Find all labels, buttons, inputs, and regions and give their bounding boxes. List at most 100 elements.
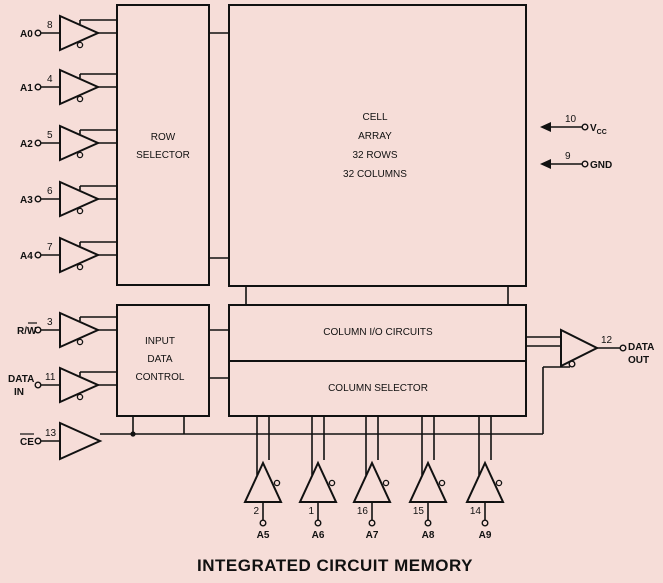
row-selector-label-1: ROW [151,132,176,143]
gnd-label: GND [590,160,612,171]
address-pin-number: 5 [47,130,53,141]
cell-array-label-2: ARRAY [358,131,392,142]
column-address-pin-number: 16 [357,506,369,517]
column-address-label: A6 [312,530,325,541]
rw-input-terminal [34,326,42,334]
address-pin-number: 8 [47,20,53,31]
input-data-control-label-2: DATA [147,354,173,365]
ce-distribution-wire [100,378,544,435]
cell-array-block [228,4,527,287]
rw-inverted-output-bubble [76,338,84,346]
diagram-title: INTEGRATED CIRCUIT MEMORY [197,556,473,575]
data-out-label-2: OUT [628,355,649,366]
address-input-terminal [34,83,42,91]
column-address-pin-number: 2 [253,506,259,517]
column-selector-label: COLUMN SELECTOR [328,383,428,394]
input-data-control-label-3: CONTROL [136,372,185,383]
address-input-terminal [34,29,42,37]
data-in-buffer [59,366,101,404]
address-input-label: A1 [20,83,33,94]
address-input-row: A3 6 [20,180,117,218]
column-address-terminal [481,519,489,527]
address-input-label: A2 [20,139,33,150]
column-address-pin-number: 15 [413,506,425,517]
row-selector-label-2: SELECTOR [136,150,190,161]
address-buffer [59,180,101,218]
column-address-label: A8 [422,530,435,541]
address-inverted-output-bubble [76,95,84,103]
ce-pin-number: 13 [45,428,57,439]
ce-buffer [59,421,103,461]
address-inverted-output-bubble [76,151,84,159]
ce-input-terminal [34,437,42,445]
address-input-label: A3 [20,195,33,206]
address-input-terminal [34,195,42,203]
data-in-inverted-output-bubble [76,393,84,401]
column-buffer-inverted-bubble [438,479,446,487]
gnd-pin [540,159,589,169]
vcc-label: VCC [590,123,607,136]
rw-pin-number: 3 [47,317,53,328]
address-input-row: A4 7 [20,236,117,274]
column-address-pin-number: 14 [470,506,482,517]
column-address-label: A9 [479,530,492,541]
ce-input-label: CE [20,437,34,448]
column-buffer-inverted-bubble [273,479,281,487]
address-buffer [59,68,101,106]
gnd-pin-number: 9 [565,151,571,162]
ce-input-row: CE 13 [20,421,103,461]
address-input-terminal [34,139,42,147]
cell-array-label-1: CELL [362,112,387,123]
cell-array-label-3: 32 ROWS [352,150,397,161]
address-input-label: A0 [20,29,33,40]
rw-input-row: R/W 3 [17,311,117,349]
cell-array-label-4: 32 COLUMNS [343,169,407,180]
data-in-label-1: DATA [8,374,34,385]
address-input-row: A0 8 [20,14,117,52]
address-input-terminal [34,251,42,259]
column-buffer-inverted-bubble [328,479,336,487]
column-io-label: COLUMN I/O CIRCUITS [323,327,433,338]
data-in-label-2: IN [14,387,24,398]
ce-junction-dot [130,431,136,437]
column-address-terminal [424,519,432,527]
column-buffer-inverted-bubble [495,479,503,487]
input-data-control-block [116,304,210,417]
data-in-input-terminal [34,381,42,389]
vcc-pin [540,122,589,132]
address-input-label: A4 [20,251,33,262]
column-address-terminal [368,519,376,527]
data-out-buffer [526,328,627,378]
column-address-pin-number: 1 [308,506,314,517]
column-buffer-inverted-bubble [382,479,390,487]
column-address-buffer: 1A6 [298,416,338,541]
row-selector-block [116,4,210,286]
address-inverted-output-bubble [76,207,84,215]
address-buffer [59,14,101,52]
interconnect-wires [209,32,509,379]
rw-input-label: R/W [17,326,37,337]
column-address-label: A7 [366,530,379,541]
address-pin-number: 7 [47,242,53,253]
address-buffer [59,236,101,274]
column-address-buffer: 2A5 [243,416,283,541]
address-inverted-output-bubble [76,41,84,49]
data-in-input-row: DATA IN 11 [8,366,117,404]
data-in-pin-number: 11 [45,372,56,383]
data-out-pin-number: 12 [601,335,613,346]
address-buffer [59,124,101,162]
rw-buffer [59,311,101,349]
address-input-row: A1 4 [20,68,117,106]
column-address-label: A5 [257,530,270,541]
address-pin-number: 6 [47,186,53,197]
vcc-pin-number: 10 [565,114,577,125]
column-address-terminal [259,519,267,527]
address-pin-number: 4 [47,74,53,85]
data-out-label-1: DATA [628,342,654,353]
input-data-control-label-1: INPUT [145,336,175,347]
column-address-terminal [314,519,322,527]
